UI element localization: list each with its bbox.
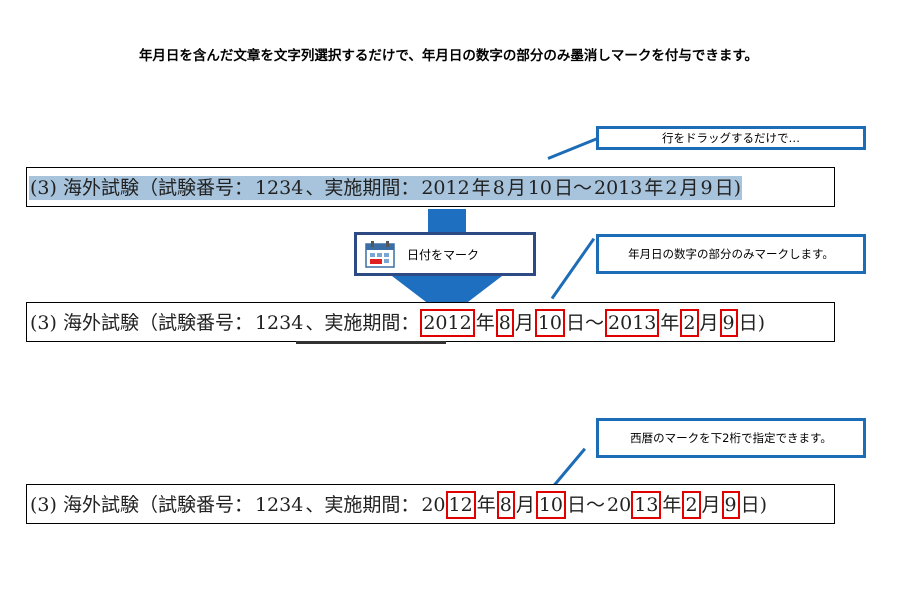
document-text: 日～ [566, 312, 605, 334]
document-text: 、実施期間： [305, 494, 420, 516]
selected-text: 、実施期間： [304, 176, 421, 200]
redaction-mark[interactable]: 10 [535, 491, 567, 519]
callout-digits-leader [550, 237, 596, 300]
redaction-mark[interactable]: 2012 [420, 309, 475, 337]
calendar-icon [365, 240, 395, 268]
selected-text: 月 [678, 176, 700, 200]
document-text: 年 [475, 312, 495, 334]
callout-digits: 年月日の数字の部分のみマークします。 [596, 234, 866, 274]
document-text: 日～ [567, 494, 606, 516]
date-mark-command[interactable]: 日付をマーク [354, 232, 536, 276]
selected-text: 2013 [593, 176, 644, 200]
date-mark-label: 日付をマーク [407, 247, 480, 262]
document-text: 1234 [254, 312, 304, 334]
document-text: 1234 [254, 494, 304, 516]
redaction-mark[interactable]: 8 [496, 491, 515, 519]
document-text: 、実施期間： [305, 312, 420, 334]
selected-text: 日) [713, 176, 743, 200]
selected-text: 年 [470, 176, 492, 200]
redaction-mark[interactable]: 2 [680, 309, 699, 337]
callout-last2: 西暦のマークを下2桁で指定できます。 [596, 418, 866, 458]
document-text: 年 [660, 312, 680, 334]
redaction-mark[interactable]: 12 [445, 491, 476, 519]
callout-last2-text: 西暦のマークを下2桁で指定できます。 [630, 431, 832, 445]
selected-text: 8 [491, 176, 506, 200]
document-text: 年 [662, 494, 682, 516]
selected-text: (3) 海外試験（試験番号： [29, 176, 254, 200]
callout-drag-leader [547, 136, 599, 160]
redaction-mark[interactable]: 10 [534, 309, 566, 337]
selected-text: 2012 [420, 176, 471, 200]
redaction-mark[interactable]: 2 [682, 491, 701, 519]
callout-drag: 行をドラッグするだけで… [596, 126, 866, 150]
document-text: 月 [514, 312, 534, 334]
callout-drag-text: 行をドラッグするだけで… [662, 131, 800, 145]
document-text: 日) [740, 494, 768, 516]
selected-text: 2 [664, 176, 679, 200]
selection-underline [296, 341, 446, 344]
callout-digits-text: 年月日の数字の部分のみマークします。 [628, 247, 834, 261]
document-text: (3) 海外試験（試験番号： [30, 312, 253, 334]
document-text: 月 [515, 494, 535, 516]
document-text: 年 [476, 494, 496, 516]
selected-text: 9 [699, 176, 714, 200]
redaction-mark[interactable]: 9 [719, 309, 738, 337]
selected-text: 日～ [553, 176, 594, 200]
redaction-mark[interactable]: 2013 [605, 309, 660, 337]
selected-text: 年 [643, 176, 665, 200]
selected-text: 月 [505, 176, 527, 200]
callout-last2-leader [552, 447, 587, 487]
headline: 年月日を含んだ文章を文字列選択するだけで、年月日の数字の部分のみ墨消しマークを付… [138, 48, 759, 64]
document-text: 20 [421, 494, 446, 516]
redaction-mark[interactable]: 9 [721, 491, 740, 519]
selected-text: 10 [526, 176, 554, 200]
document-text: 日) [738, 312, 766, 334]
redaction-mark[interactable]: 8 [495, 309, 514, 337]
redaction-mark[interactable]: 13 [631, 491, 662, 519]
document-text: 月 [699, 312, 719, 334]
document-text: 月 [701, 494, 721, 516]
document-text: 20 [607, 494, 632, 516]
selected-text: 1234 [253, 176, 305, 200]
document-text: (3) 海外試験（試験番号： [30, 494, 253, 516]
